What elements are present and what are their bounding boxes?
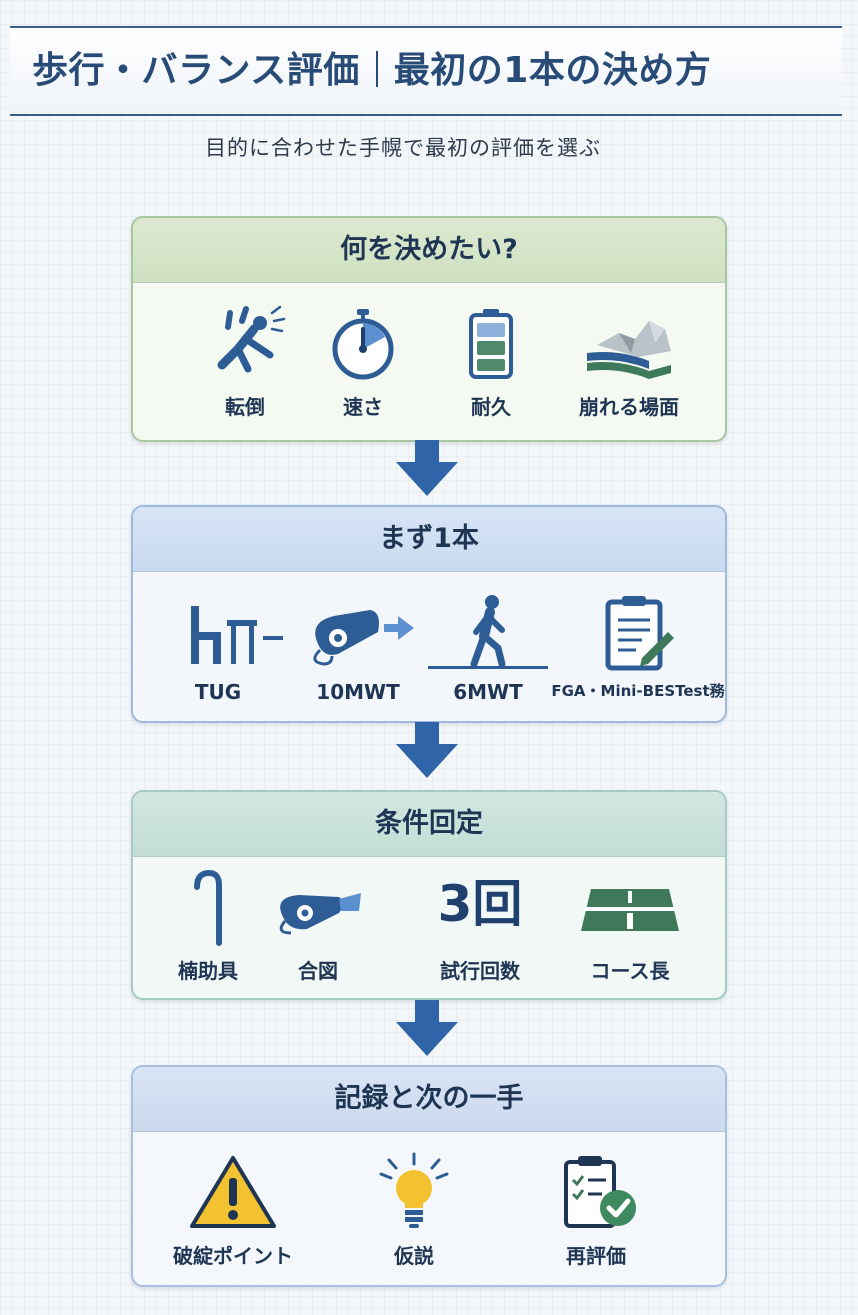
goal-item-speed-label: 速さ	[343, 395, 383, 419]
whistle-icon	[243, 867, 393, 947]
title-divider	[375, 51, 378, 87]
section-record-next: 記録と次の一手 破綻ポイント	[131, 1065, 727, 1287]
three-count-text: 3回	[437, 875, 523, 933]
test-item-10mwt-label: 10MWT	[316, 680, 400, 704]
timer-arrow-icon	[283, 592, 433, 672]
clipboard-pencil-icon	[563, 592, 713, 672]
title-banner: 歩行・バランス評価最初の1本の決め方	[10, 26, 842, 116]
section-goal: 何を決めたい? 転倒	[131, 216, 727, 442]
page-title: 歩行・バランス評価最初の1本の決め方	[32, 28, 711, 114]
next-item-breakpoint-label: 破綻ポイント	[173, 1244, 293, 1268]
goal-item-breakdown-label: 崩れる場面	[579, 395, 679, 419]
goal-item-endurance-label: 耐久	[471, 395, 511, 419]
goal-item-fall-label: 転倒	[225, 395, 265, 419]
falling-person-icon	[170, 303, 320, 383]
test-item-fga-label: FGA・Mini-BESTest務	[551, 682, 725, 700]
battery-icon	[416, 303, 566, 383]
cond-item-course-label: コース長	[590, 959, 670, 983]
section-first-test-heading: まず1本	[133, 507, 725, 572]
clipboard-check-icon	[521, 1152, 671, 1232]
next-item-hypothesis-label: 仮説	[394, 1244, 434, 1268]
title-left: 歩行・バランス評価	[32, 50, 360, 91]
warning-icon	[158, 1152, 308, 1232]
test-item-6mwt-label: 6MWT	[453, 680, 523, 704]
section-conditions-heading: 条件回定	[133, 792, 725, 857]
cond-item-trials-label: 試行回数	[440, 959, 520, 983]
section-record-next-heading: 記録と次の一手	[133, 1067, 725, 1132]
section-first-test: まず1本 TUG	[131, 505, 727, 723]
cane-icon	[133, 867, 283, 947]
flow-arrow-3	[396, 1000, 458, 1056]
stopwatch-icon	[288, 303, 438, 383]
lightbulb-icon	[339, 1152, 489, 1232]
section-goal-heading: 何を決めたい?	[133, 218, 725, 283]
next-item-reevaluate-label: 再評価	[566, 1244, 626, 1268]
page-subtitle: 目的に合わせた手幌で最初の評価を選ぶ	[205, 136, 601, 160]
title-right: 最初の1本の決め方	[393, 50, 712, 91]
broken-terrain-icon	[554, 303, 704, 383]
section-conditions: 条件回定 楠助具 合図 3回	[131, 790, 727, 1000]
course-road-icon	[555, 869, 705, 949]
flow-arrow-2	[396, 722, 458, 778]
flow-arrow-1	[396, 440, 458, 496]
test-item-tug-label: TUG	[194, 680, 242, 704]
cond-item-aid-label: 楠助具	[178, 959, 238, 983]
three-count-icon: 3回	[405, 869, 555, 949]
chair-icon	[143, 592, 293, 672]
cond-item-signal-label: 合図	[298, 959, 338, 983]
walking-person-icon	[413, 592, 563, 672]
